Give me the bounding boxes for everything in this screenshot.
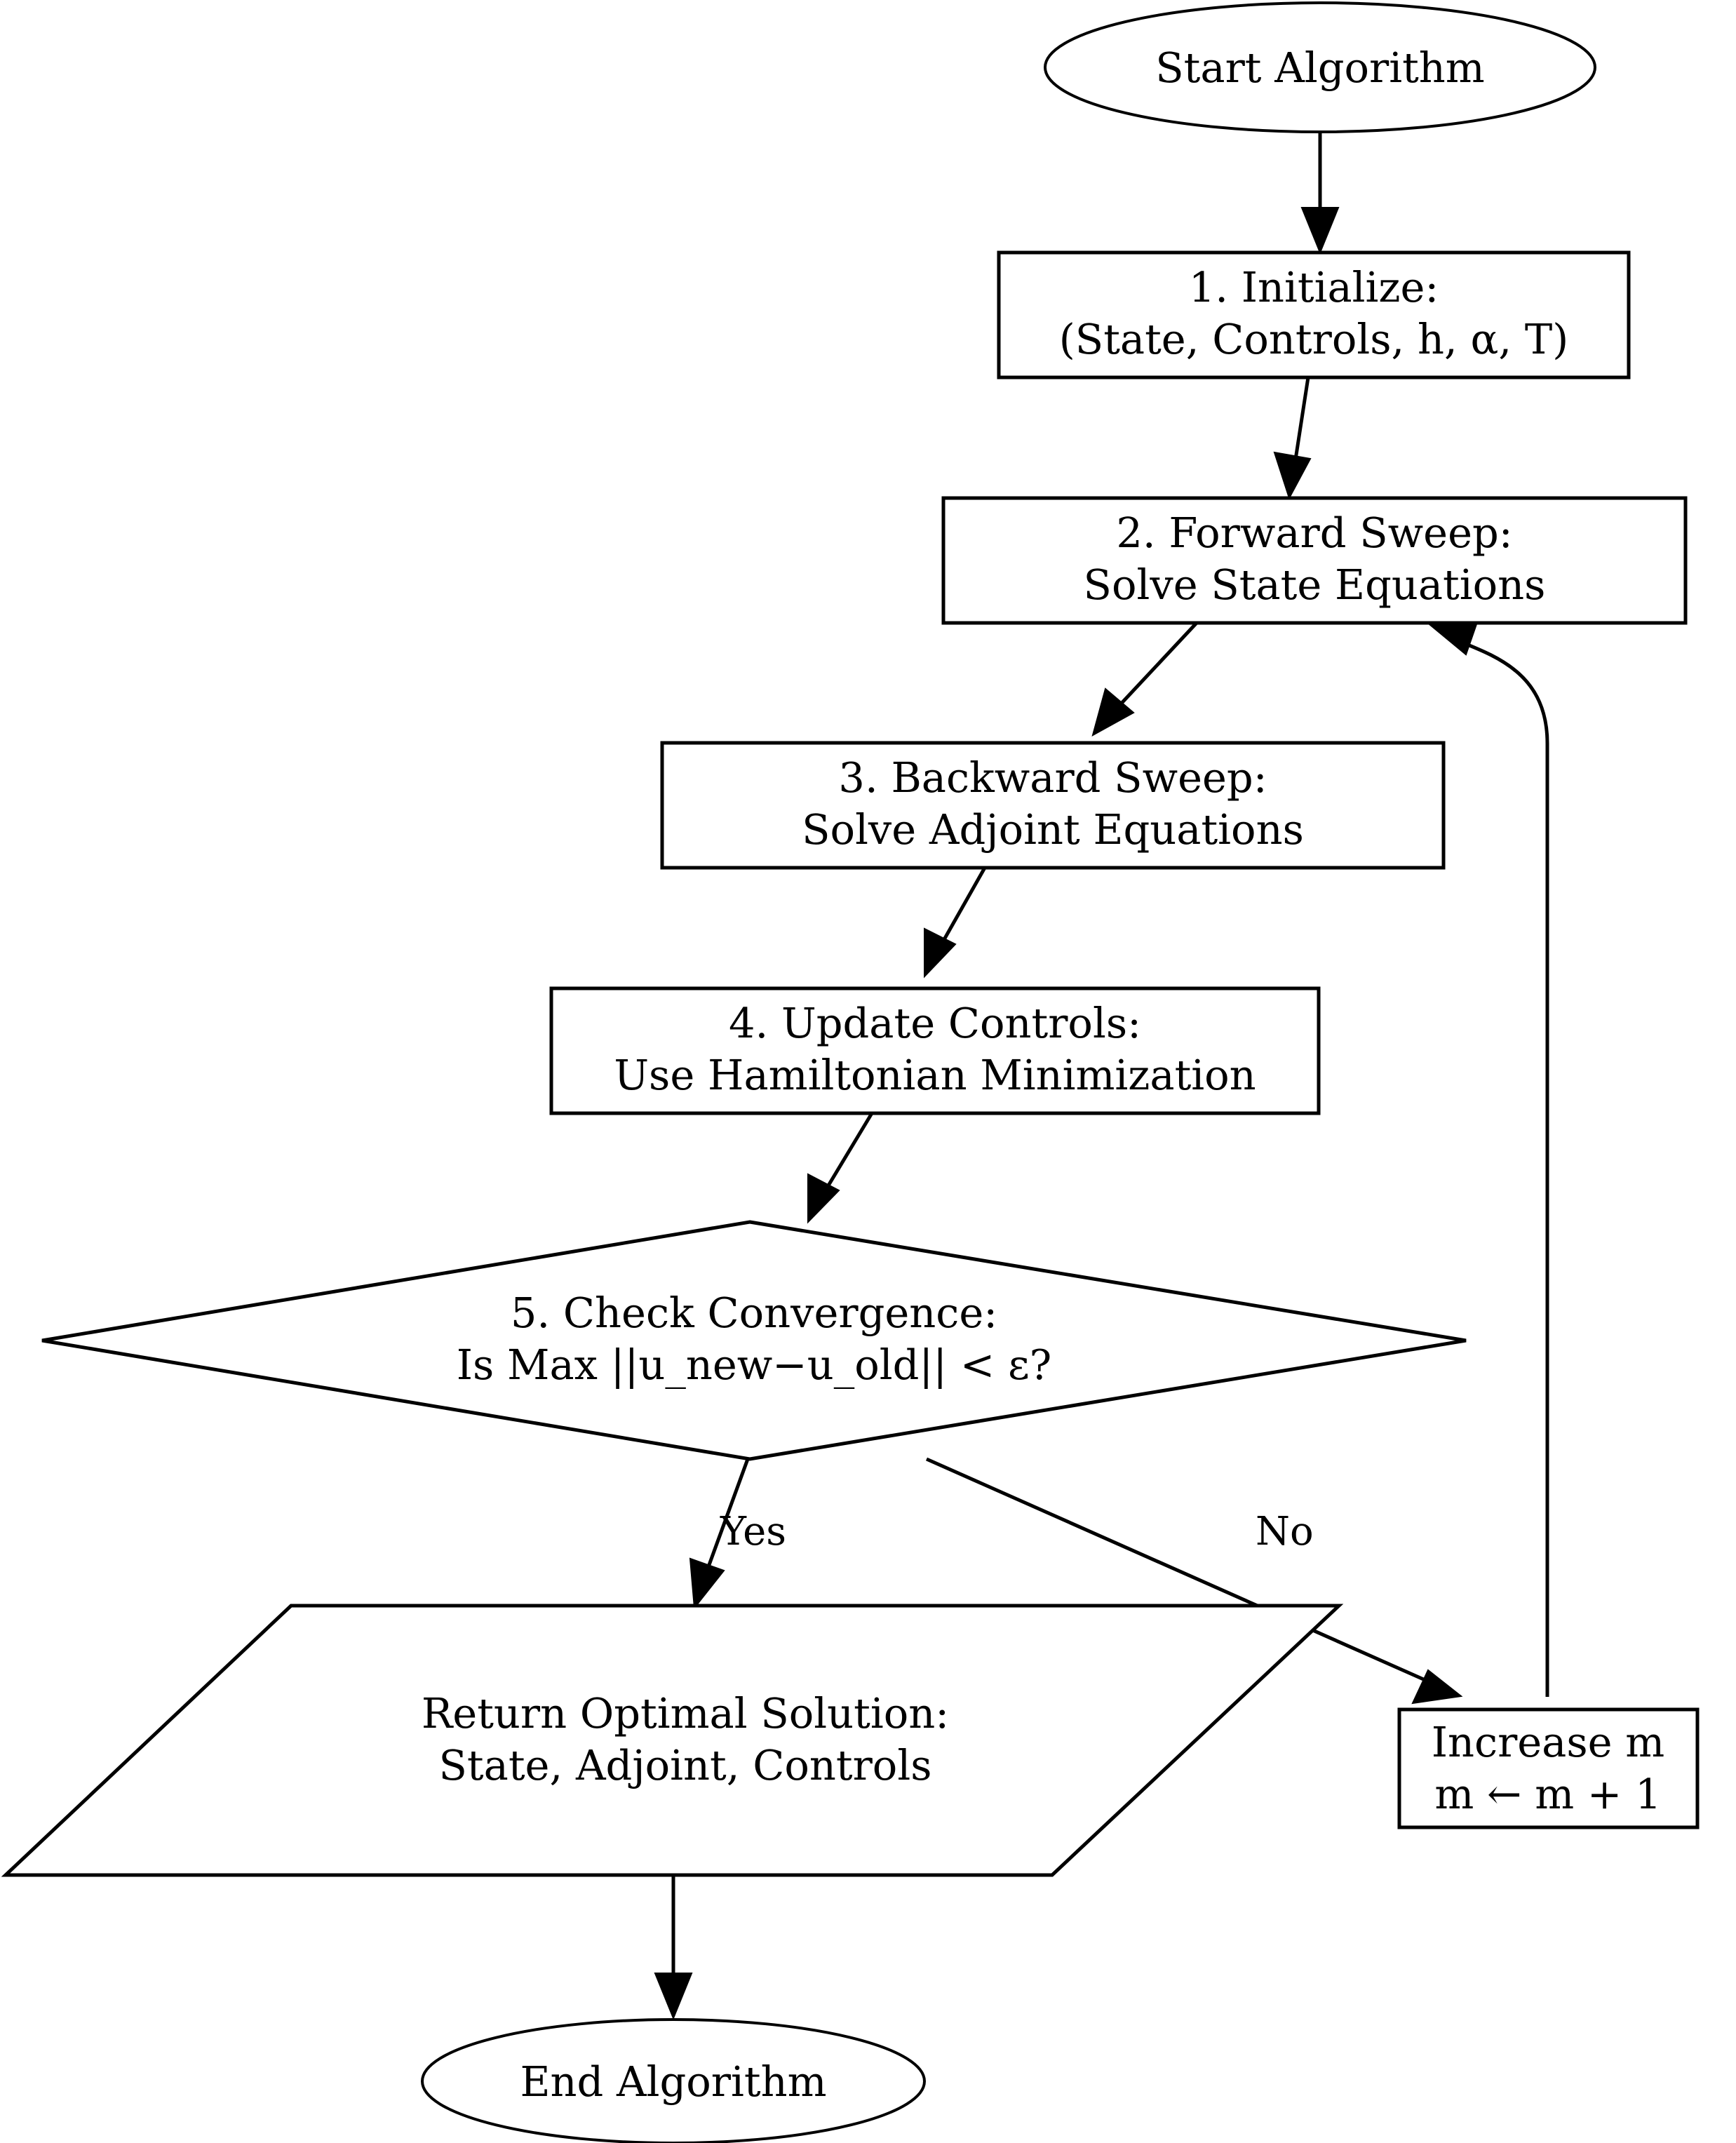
initialize-label-line2: (State, Controls, h, α, T): [1059, 315, 1568, 363]
backward-sweep-label-line2: Solve Adjoint Equations: [802, 805, 1304, 854]
arrowhead-icon: [1300, 207, 1340, 255]
node-increase-m[interactable]: Increase m m ← m + 1: [1397, 1707, 1700, 1829]
edge-check-convergence-to-increase-m: [925, 1457, 1463, 1705]
update-controls-rect: [549, 986, 1321, 1115]
node-start[interactable]: Start Algorithm: [1044, 1, 1596, 133]
edge-line: [822, 1112, 874, 1194]
edge-increase-m-to-forward-sweep: [1427, 619, 1549, 1697]
edge-line: [938, 866, 987, 948]
arrowhead-icon: [807, 1173, 840, 1224]
node-backward-sweep[interactable]: 3. Backward Sweep: Solve Adjoint Equatio…: [660, 741, 1446, 870]
return-solution-parallelogram: [1, 1604, 1344, 1877]
increase-m-label-line2: m ← m + 1: [1434, 1770, 1661, 1818]
edge-initialize-to-forward-sweep: [1273, 377, 1312, 500]
edge-start-to-initialize: [1300, 132, 1340, 255]
check-convergence-label-line1: 5. Check Convergence:: [511, 1289, 997, 1337]
initialize-rect: [997, 250, 1631, 379]
edge-line: [1292, 377, 1310, 469]
edge-check-convergence-to-return-solution: [689, 1458, 750, 1610]
edge-line: [1114, 622, 1198, 711]
node-check-convergence[interactable]: 5. Check Convergence: Is Max ||u_new−u_o…: [41, 1220, 1467, 1461]
edge-line: [925, 1457, 1434, 1686]
arrowhead-icon: [1091, 687, 1135, 737]
arrowhead-icon: [1273, 451, 1312, 500]
forward-sweep-rect: [941, 496, 1688, 625]
check-convergence-diamond: [41, 1220, 1467, 1461]
end-label-line1: End Algorithm: [520, 2057, 826, 2106]
edge-backward-sweep-to-update-controls: [924, 866, 987, 979]
arrowhead-icon: [1427, 619, 1479, 656]
backward-sweep-rect: [660, 741, 1446, 870]
node-end[interactable]: End Algorithm: [421, 2018, 926, 2143]
node-return-solution[interactable]: Return Optimal Solution: State, Adjoint,…: [1, 1604, 1344, 1877]
backward-sweep-label-line1: 3. Backward Sweep:: [838, 753, 1267, 802]
node-forward-sweep[interactable]: 2. Forward Sweep: Solve State Equations: [941, 496, 1688, 625]
arrowhead-icon: [924, 927, 957, 979]
forward-sweep-label-line2: Solve State Equations: [1084, 560, 1546, 609]
return-solution-label-line2: State, Adjoint, Controls: [439, 1741, 932, 1789]
edge-line: [702, 1458, 750, 1579]
edge-label-no: No: [1256, 1509, 1314, 1554]
forward-sweep-label-line1: 2. Forward Sweep:: [1116, 509, 1512, 557]
arrowhead-icon: [689, 1557, 725, 1610]
arrowhead-icon: [1411, 1669, 1463, 1705]
node-initialize[interactable]: 1. Initialize: (State, Controls, h, α, T…: [997, 250, 1631, 379]
update-controls-label-line1: 4. Update Controls:: [729, 999, 1141, 1047]
end-ellipse: [421, 2018, 926, 2143]
check-convergence-label-line2: Is Max ||u_new−u_old|| < ε?: [457, 1341, 1052, 1389]
increase-m-rect: [1397, 1707, 1700, 1829]
node-update-controls[interactable]: 4. Update Controls: Use Hamiltonian Mini…: [549, 986, 1321, 1115]
update-controls-label-line2: Use Hamiltonian Minimization: [614, 1051, 1256, 1099]
edge-label-yes: Yes: [720, 1509, 786, 1554]
edge-forward-sweep-to-backward-sweep: [1091, 622, 1198, 737]
edge-update-controls-to-check-convergence: [807, 1112, 874, 1224]
start-label-line1: Start Algorithm: [1155, 43, 1484, 92]
initialize-label-line1: 1. Initialize:: [1189, 263, 1439, 311]
edge-return-solution-to-end: [654, 1875, 693, 2020]
start-ellipse: [1044, 1, 1596, 133]
return-solution-label-line1: Return Optimal Solution:: [422, 1689, 949, 1738]
arrowhead-icon: [654, 1973, 693, 2020]
edge-line: [1455, 638, 1549, 1697]
increase-m-label-line1: Increase m: [1432, 1718, 1665, 1766]
